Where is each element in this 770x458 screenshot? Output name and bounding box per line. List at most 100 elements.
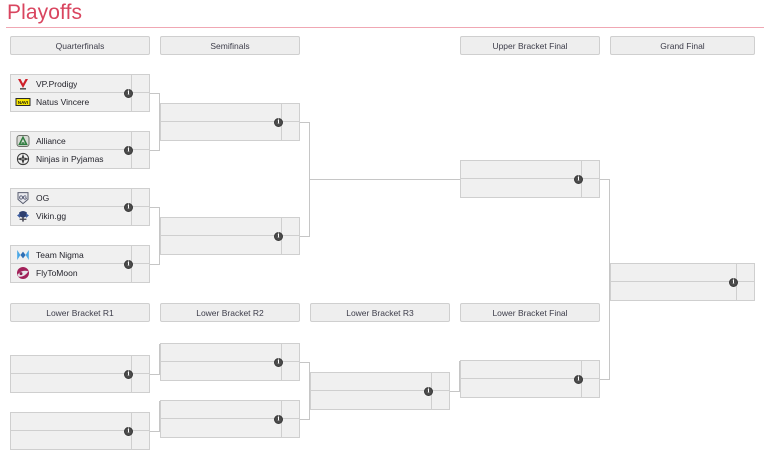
info-icon[interactable]: i xyxy=(124,426,133,436)
info-glyph: i xyxy=(277,117,280,125)
match-slot[interactable] xyxy=(311,373,449,391)
match-slot[interactable] xyxy=(311,391,449,409)
match-lbr3-m1[interactable]: i xyxy=(310,372,450,410)
info-icon[interactable]: i xyxy=(124,145,133,155)
score-cell xyxy=(131,413,149,430)
round-header-lower-bracket-final[interactable]: Lower Bracket Final xyxy=(460,303,600,322)
connector-line xyxy=(300,362,310,363)
match-slot[interactable] xyxy=(161,344,299,362)
info-icon[interactable]: i xyxy=(124,88,133,98)
score-cell xyxy=(581,161,599,178)
team-name: VP.Prodigy xyxy=(36,78,78,89)
match-slot[interactable] xyxy=(161,401,299,419)
info-icon[interactable]: i xyxy=(574,374,583,384)
match-slot[interactable] xyxy=(161,236,299,254)
natus-vincere-logo: NAVI xyxy=(15,95,31,109)
match-slot[interactable] xyxy=(461,361,599,379)
match-slot[interactable]: VP.Prodigy xyxy=(11,75,149,93)
round-header-label: Semifinals xyxy=(210,40,250,51)
info-icon[interactable]: i xyxy=(574,174,583,184)
match-slot[interactable]: FlyToMoon xyxy=(11,264,149,282)
match-slot[interactable] xyxy=(11,413,149,431)
info-glyph: i xyxy=(127,369,130,377)
match-lbr2-m1[interactable]: i xyxy=(160,343,300,381)
team-name: Ninjas in Pyjamas xyxy=(36,154,104,164)
info-icon[interactable]: i xyxy=(729,277,738,287)
round-header-quarterfinals[interactable]: Quarterfinals xyxy=(10,36,150,55)
score-cell xyxy=(131,75,149,92)
team-logo-placeholder xyxy=(165,364,181,378)
match-slot[interactable] xyxy=(161,218,299,236)
match-slot[interactable] xyxy=(161,122,299,140)
round-header-lower-bracket-r3[interactable]: Lower Bracket R3 xyxy=(310,303,450,322)
round-header-label: Lower Bracket R3 xyxy=(346,307,414,318)
info-icon[interactable]: i xyxy=(424,386,433,396)
match-slot[interactable] xyxy=(161,104,299,122)
connector-line xyxy=(450,391,460,392)
match-gf[interactable]: i xyxy=(610,263,755,301)
connector-line xyxy=(150,150,160,151)
round-header-grand-final[interactable]: Grand Final xyxy=(610,36,755,55)
match-slot[interactable] xyxy=(461,161,599,179)
match-lbr1-m2[interactable]: i xyxy=(10,412,150,450)
match-slot[interactable] xyxy=(611,264,754,282)
round-header-lower-bracket-r2[interactable]: Lower Bracket R2 xyxy=(160,303,300,322)
score-cell xyxy=(281,401,299,418)
match-slot[interactable] xyxy=(11,356,149,374)
match-sf1[interactable]: i xyxy=(160,103,300,141)
info-icon[interactable]: i xyxy=(124,202,133,212)
svg-text:OG: OG xyxy=(19,195,27,201)
match-slot[interactable]: Vikin.gg xyxy=(11,207,149,225)
round-header-label: Upper Bracket Final xyxy=(492,40,568,51)
team-logo-placeholder xyxy=(165,124,181,138)
match-ubf[interactable]: i xyxy=(460,160,600,198)
connector-line xyxy=(609,179,610,283)
info-icon[interactable]: i xyxy=(124,259,133,269)
title-divider xyxy=(6,27,764,28)
team-logo-placeholder xyxy=(465,381,481,395)
match-sf2[interactable]: i xyxy=(160,217,300,255)
match-slot[interactable]: Ninjas in Pyjamas xyxy=(11,150,149,168)
match-slot[interactable] xyxy=(161,362,299,380)
match-slot[interactable] xyxy=(11,374,149,392)
match-slot[interactable]: Alliance xyxy=(11,132,149,150)
vp-prodigy-logo xyxy=(15,77,31,91)
round-header-semifinals[interactable]: Semifinals xyxy=(160,36,300,55)
match-slot[interactable] xyxy=(461,179,599,197)
team-logo-placeholder xyxy=(615,266,631,280)
match-slot[interactable]: Team Nigma xyxy=(11,246,149,264)
match-lbf[interactable]: i xyxy=(460,360,600,398)
round-header-lower-bracket-r1[interactable]: Lower Bracket R1 xyxy=(10,303,150,322)
team-logo-placeholder xyxy=(465,181,481,195)
match-lbr1-m1[interactable]: i xyxy=(10,355,150,393)
info-icon[interactable]: i xyxy=(274,117,283,127)
connector-line xyxy=(600,379,610,380)
round-header-label: Lower Bracket R2 xyxy=(196,307,264,318)
info-icon[interactable]: i xyxy=(274,231,283,241)
match-slot[interactable] xyxy=(161,419,299,437)
info-icon[interactable]: i xyxy=(274,414,283,424)
match-slot[interactable] xyxy=(11,431,149,449)
team-logo-placeholder xyxy=(465,363,481,377)
connector-line xyxy=(150,264,160,265)
info-icon[interactable]: i xyxy=(124,369,133,379)
match-lbr2-m2[interactable]: i xyxy=(160,400,300,438)
info-glyph: i xyxy=(577,174,580,182)
score-cell xyxy=(131,374,149,392)
score-cell xyxy=(281,344,299,361)
round-header-upper-bracket-final[interactable]: Upper Bracket Final xyxy=(460,36,600,55)
team-logo-placeholder xyxy=(165,220,181,234)
match-slot[interactable] xyxy=(611,282,754,300)
score-cell xyxy=(131,356,149,373)
connector-line xyxy=(300,122,310,123)
score-cell xyxy=(131,189,149,206)
info-icon[interactable]: i xyxy=(274,357,283,367)
match-slot[interactable] xyxy=(461,379,599,397)
